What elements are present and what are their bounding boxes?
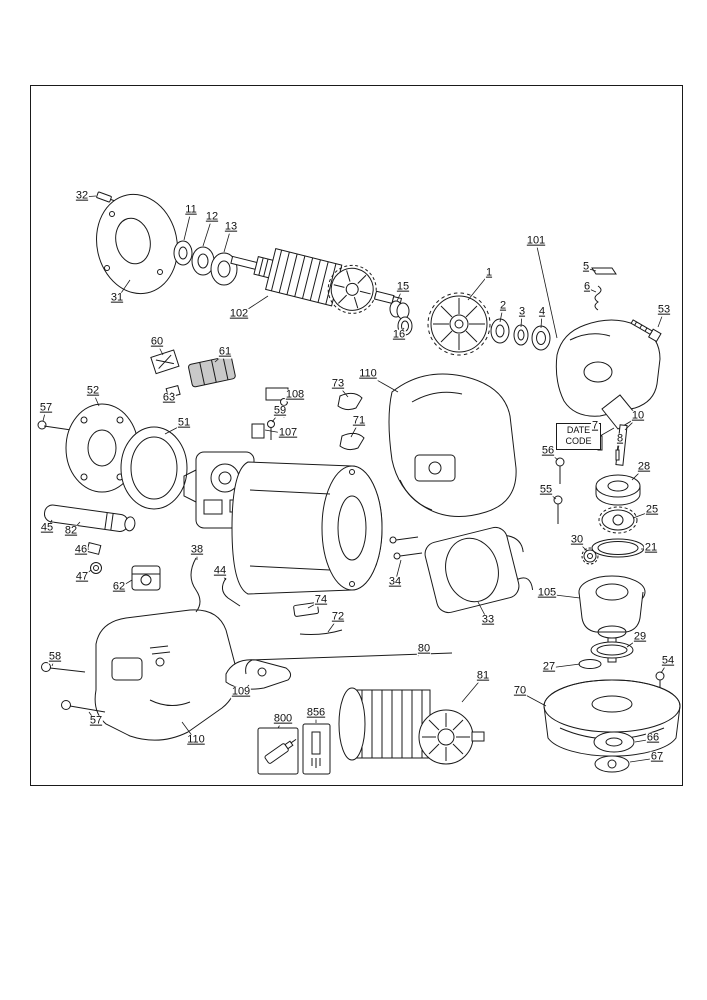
part-drawing-sleeve-ring bbox=[389, 300, 413, 336]
date-code-line1: DATE bbox=[566, 425, 591, 435]
leader-line bbox=[223, 227, 232, 253]
part-drawing-stator bbox=[424, 526, 534, 614]
part-drawing-switch-and-wires bbox=[86, 542, 241, 613]
leader-line bbox=[632, 510, 653, 519]
part-drawing-brush-set bbox=[150, 349, 236, 398]
part-drawing-washers bbox=[490, 318, 551, 351]
leader-line bbox=[467, 273, 490, 301]
part-drawing-lock-lever bbox=[225, 659, 292, 690]
leader-line bbox=[156, 342, 164, 356]
part-drawing-fan bbox=[427, 292, 491, 356]
leader-line bbox=[271, 411, 281, 423]
leader-line bbox=[92, 391, 100, 407]
leader-line bbox=[417, 649, 425, 657]
leader-line bbox=[164, 423, 185, 435]
part-drawing-baffles bbox=[337, 392, 365, 451]
leader-line bbox=[547, 451, 559, 461]
part-drawing-rod-and-wire bbox=[245, 602, 453, 675]
leader-line bbox=[202, 217, 213, 247]
part-drawing-flanges bbox=[593, 731, 635, 773]
leader-line bbox=[42, 408, 47, 422]
leader-line bbox=[81, 195, 97, 198]
leader-line bbox=[546, 593, 581, 599]
leader-line bbox=[535, 241, 558, 339]
leader-line bbox=[545, 490, 557, 500]
part-drawing-gear-case bbox=[555, 267, 662, 430]
leader-line bbox=[88, 711, 97, 723]
leader-line bbox=[461, 676, 484, 703]
leader-line bbox=[576, 540, 588, 552]
leader-line bbox=[657, 310, 665, 328]
date-code-leader bbox=[599, 427, 615, 437]
part-drawing-field-case bbox=[231, 461, 383, 595]
leader-line bbox=[51, 657, 56, 667]
leader-line bbox=[367, 374, 399, 393]
leader-line bbox=[238, 295, 269, 316]
part-drawing-spindle-stack bbox=[553, 424, 665, 698]
leader-line bbox=[548, 663, 581, 669]
leader-line bbox=[394, 559, 402, 584]
diagram-border bbox=[30, 85, 683, 786]
part-drawing-side-handle bbox=[43, 504, 136, 532]
part-drawing-clamp-disc bbox=[96, 191, 178, 295]
leader-line bbox=[118, 579, 133, 589]
part-drawing-ribbed-baffle bbox=[338, 687, 485, 765]
leader-line bbox=[586, 287, 597, 293]
part-drawing-accessory-boxes bbox=[257, 723, 331, 775]
leader-line bbox=[81, 569, 92, 579]
part-drawing-field-screws bbox=[389, 536, 423, 560]
part-drawing-end-discs bbox=[37, 403, 188, 510]
part-drawing-holder-screws bbox=[251, 387, 289, 440]
part-drawing-motor-housing bbox=[388, 373, 517, 517]
leader-line bbox=[264, 429, 289, 435]
leader-line bbox=[327, 617, 339, 633]
leader-line bbox=[277, 719, 284, 729]
date-code-line2: CODE bbox=[565, 436, 592, 447]
leader-line bbox=[660, 661, 669, 674]
leader-line bbox=[629, 757, 658, 763]
part-drawing-handle-housing bbox=[41, 609, 238, 741]
part-drawing-bearings bbox=[173, 240, 238, 286]
leader-line bbox=[183, 210, 192, 241]
leader-line bbox=[631, 467, 645, 481]
date-code-box: DATE CODE bbox=[556, 423, 601, 450]
leader-line bbox=[626, 637, 641, 648]
part-drawing-armature bbox=[230, 248, 403, 314]
leader-line bbox=[519, 691, 547, 707]
leader-line bbox=[219, 571, 227, 581]
